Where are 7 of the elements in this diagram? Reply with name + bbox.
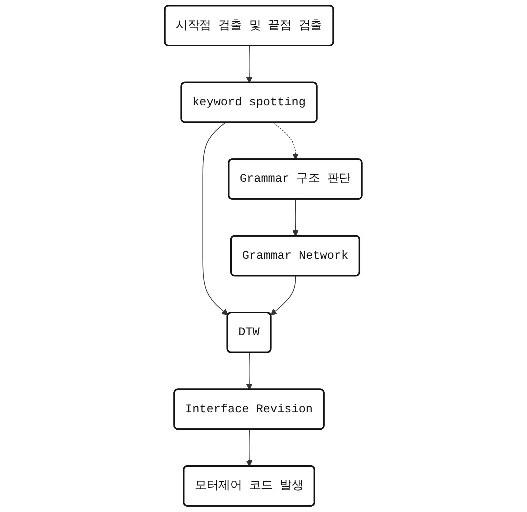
arrow — [202, 122, 229, 316]
arrow — [270, 276, 296, 316]
arrow — [246, 352, 253, 390]
arrow — [246, 429, 253, 467]
arrow — [273, 122, 299, 160]
arrow — [246, 46, 253, 84]
arrow — [292, 199, 299, 237]
